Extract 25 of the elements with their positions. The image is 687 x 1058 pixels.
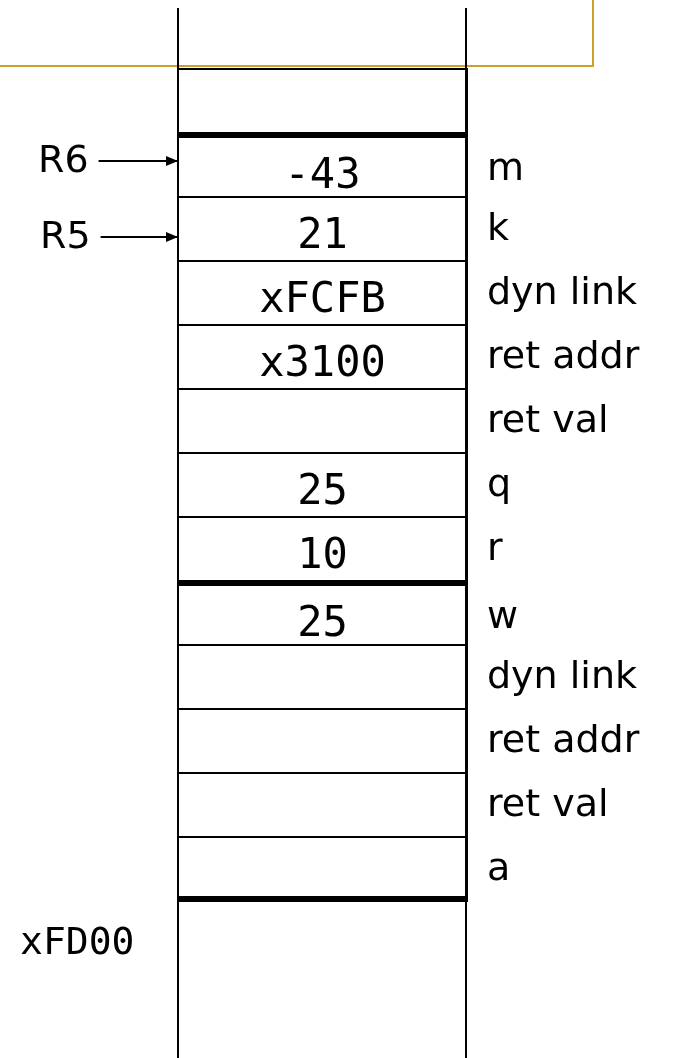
arrow	[97, 156, 178, 166]
variable-name: ret val	[487, 396, 609, 442]
cell-value: -43	[283, 148, 362, 200]
cell-value: 25	[296, 596, 349, 648]
variable-name: q	[487, 460, 512, 506]
variable-name: a	[487, 844, 511, 890]
cell-value: 21	[296, 208, 349, 260]
variable-name: ret addr	[487, 716, 640, 762]
cell-value: 25	[296, 464, 349, 516]
variable-name: dyn link	[487, 652, 637, 698]
variable-name: m	[487, 144, 525, 190]
variable-name: dyn link	[487, 268, 637, 314]
cell-value: 10	[296, 528, 349, 580]
arrow	[99, 232, 178, 242]
variable-name: k	[487, 204, 509, 250]
variable-name: w	[487, 592, 519, 638]
address-label: xFD00	[20, 918, 135, 964]
variable-name: ret addr	[487, 332, 640, 378]
cell-value: xFCFB	[258, 272, 387, 324]
empty-stack-cell	[177, 68, 468, 134]
variable-name: ret val	[487, 780, 609, 826]
register-label: R5	[40, 212, 91, 258]
register-label: R6	[38, 136, 89, 182]
cell-value: x3100	[258, 336, 387, 388]
variable-name: r	[487, 524, 503, 570]
